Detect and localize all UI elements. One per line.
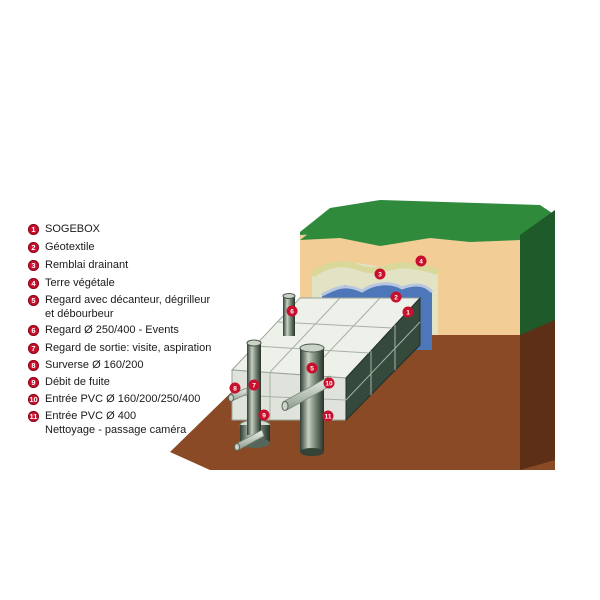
grass-top-upper xyxy=(300,200,555,235)
pipe-outlet-9 xyxy=(234,429,265,451)
marker-4: 4 xyxy=(415,255,427,267)
marker-6: 6 xyxy=(286,305,298,317)
marker-10: 10 xyxy=(323,377,335,389)
geotextile-edge xyxy=(321,282,434,297)
pipe-overflow-8 xyxy=(228,387,248,402)
svg-text:1: 1 xyxy=(406,309,410,316)
marker-5: 5 xyxy=(306,362,318,374)
pipe-inlet-10 xyxy=(281,375,335,411)
svg-text:9: 9 xyxy=(262,412,266,419)
marker-3: 3 xyxy=(374,268,386,280)
svg-text:7: 7 xyxy=(252,382,256,389)
svg-text:8: 8 xyxy=(233,385,237,392)
svg-text:5: 5 xyxy=(310,365,314,372)
svg-text:6: 6 xyxy=(290,308,294,315)
marker-1: 1 xyxy=(402,306,414,318)
module-side xyxy=(345,296,421,422)
svg-text:3: 3 xyxy=(378,271,382,278)
marker-11: 11 xyxy=(322,410,334,422)
svg-text:2: 2 xyxy=(394,294,398,301)
marker-8: 8 xyxy=(229,382,241,394)
earth-side xyxy=(520,320,555,470)
svg-text:4: 4 xyxy=(419,258,423,265)
marker-7: 7 xyxy=(248,379,260,391)
diagram-markers: 1 2 3 4 5 6 7 8 9 10 11 xyxy=(229,255,427,422)
svg-text:11: 11 xyxy=(325,413,332,420)
marker-9: 9 xyxy=(258,409,270,421)
marker-2: 2 xyxy=(390,291,402,303)
svg-text:10: 10 xyxy=(325,380,333,387)
remblai-wave xyxy=(310,261,439,278)
